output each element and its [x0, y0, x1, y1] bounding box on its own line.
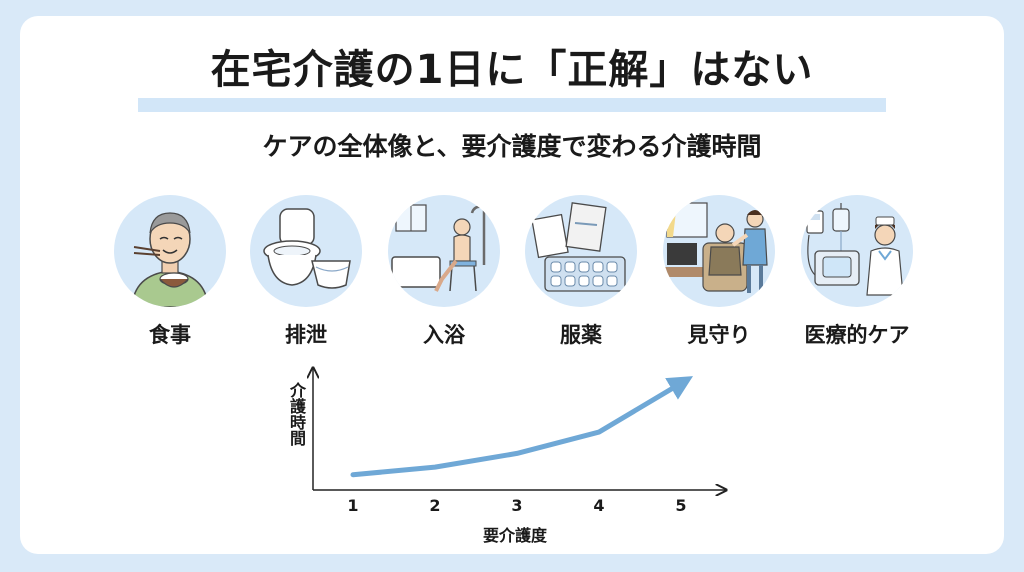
trend-line [350, 376, 694, 478]
care-item-medical: 医療的ケア [797, 195, 917, 349]
x-tick-5: 5 [675, 496, 687, 515]
x-tick-3: 3 [511, 496, 523, 515]
care-item-watching: 見守り [659, 195, 779, 349]
care-label: 見守り [687, 323, 751, 347]
care-label: 入浴 [423, 323, 465, 347]
care-item-toilet: 排泄 [246, 195, 366, 349]
care-label: 服薬 [560, 323, 602, 347]
watching-over-icon [663, 195, 775, 307]
page-subtitle: ケアの全体像と、要介護度で変わる介護時間 [262, 132, 762, 161]
care-label: 排泄 [285, 323, 327, 347]
x-tick-2: 2 [429, 496, 441, 515]
page-title: 在宅介護の1日に「正解」はない [210, 47, 814, 93]
care-item-bath: 入浴 [384, 195, 504, 349]
meal-icon [114, 195, 226, 307]
x-tick-1: 1 [347, 496, 359, 515]
x-tick-4: 4 [593, 496, 605, 515]
bathing-icon [388, 195, 500, 307]
medical-care-icon [801, 195, 913, 307]
care-time-chart: 介護時間 1 2 3 4 5 要介護度 [280, 360, 740, 550]
care-label: 食事 [149, 323, 191, 347]
toilet-diaper-icon [250, 195, 362, 307]
medication-icon [525, 195, 637, 307]
y-axis-label: 介護時間 [287, 382, 306, 446]
chart-svg [280, 360, 740, 550]
care-item-meal: 食事 [110, 195, 230, 349]
title-wrap: 在宅介護の1日に「正解」はない [0, 42, 1024, 98]
title-highlight [138, 98, 886, 112]
care-label: 医療的ケア [804, 323, 910, 347]
x-axis-label: 要介護度 [482, 526, 547, 545]
care-item-medication: 服薬 [521, 195, 641, 349]
